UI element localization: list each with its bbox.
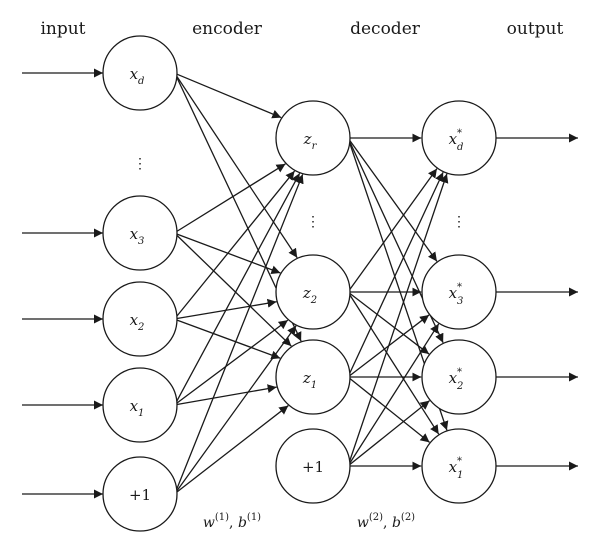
node-circle-z1 — [275, 339, 351, 415]
decoder-edge-b2-x2_star — [347, 400, 430, 467]
decoder-edge-b2-xd_star — [347, 173, 449, 467]
decoder-edge-z2-x2_star — [347, 291, 430, 355]
node-circle-b2 — [275, 428, 351, 504]
encoder-edge-x1-z2 — [175, 319, 289, 405]
node-label-x2: x2 — [130, 311, 145, 333]
encoder-edge-x3-z2 — [176, 233, 281, 275]
node-circle-b1 — [102, 456, 178, 532]
decoder-edge-z1-x1_star — [347, 376, 430, 443]
node-label-x1: x1 — [130, 397, 145, 419]
node-x1_star: x*1 — [421, 428, 497, 504]
encoder-edge-b1-z2 — [175, 325, 297, 493]
encoder-weight-b: b — [238, 515, 247, 531]
node-x1: x1 — [102, 367, 178, 443]
node-label-x2_star: x*2 — [449, 367, 464, 392]
node-xd: xd — [102, 35, 178, 111]
encoder-weight-b-sup: (1) — [247, 512, 261, 523]
input-ellipsis: ⋮ — [133, 156, 147, 172]
node-b2: +1 — [275, 428, 351, 504]
decoder-weight-b-sup: (2) — [401, 512, 415, 523]
decoder-edge-z1-xd_star — [347, 171, 444, 378]
nodes: xd x3 x2 x1 +1 zr z2 z1 +1 x*d x*3 x*2 x*1 — [102, 35, 497, 532]
node-label-x3_star: x*3 — [449, 282, 464, 307]
node-label-b2: +1 — [302, 458, 324, 476]
decoder-edge-z2-x1_star — [347, 291, 440, 435]
node-circle-x2 — [102, 281, 178, 357]
decoder-edge-zr-x3_star — [347, 137, 438, 262]
node-circle-x1 — [102, 367, 178, 443]
node-zr: zr — [275, 100, 351, 176]
node-label-x1_star: x*1 — [449, 456, 464, 481]
encoder-edge-xd-z2 — [175, 74, 298, 259]
node-circle-x1_star — [421, 428, 497, 504]
node-label-z2: z2 — [302, 284, 317, 306]
node-label-x3: x3 — [130, 225, 145, 247]
encoder-edge-x2-z2 — [176, 298, 277, 320]
encoder-weight-w-sup: (1) — [215, 512, 229, 523]
node-circle-xd_star — [421, 100, 497, 176]
encoder-edge-x2-z1 — [176, 319, 281, 360]
encoder-weight-w: w — [203, 515, 215, 531]
decoder-weight-w: w — [357, 515, 369, 531]
node-circle-xd — [102, 35, 178, 111]
encoder-edge-x1-z1 — [176, 384, 277, 406]
decoder-weights-label: w(2), b(2) — [357, 512, 415, 531]
node-circle-zr — [275, 100, 351, 176]
decoder-edge-b2-x3_star — [347, 323, 440, 467]
encoder-edge-x3-z1 — [175, 234, 292, 347]
decoder-weight-sep: , — [383, 515, 392, 531]
decoder-edge-z2-xd_star — [347, 168, 438, 293]
node-xd_star: x*d — [421, 100, 497, 176]
decoder-column-label: decoder — [350, 19, 421, 39]
node-label-xd_star: x*d — [449, 128, 464, 153]
encoder-weights-label: w(1), b(1) — [203, 512, 261, 531]
decoder-weight-w-sup: (2) — [369, 512, 383, 523]
encoder-column-label: encoder — [192, 19, 263, 39]
node-b1: +1 — [102, 456, 178, 532]
node-x2_star: x*2 — [421, 339, 497, 415]
output-ellipsis: ⋮ — [452, 214, 466, 230]
node-z2: z2 — [275, 254, 351, 330]
node-label-zr: zr — [303, 130, 318, 152]
decoder-weight-b: b — [392, 515, 401, 531]
encoder-edge-x1-zr — [175, 172, 301, 404]
node-circle-z2 — [275, 254, 351, 330]
node-z1: z1 — [275, 339, 351, 415]
node-circle-x2_star — [421, 339, 497, 415]
node-x3: x3 — [102, 195, 178, 271]
encoder-weight-sep: , — [229, 515, 238, 531]
node-circle-x3_star — [421, 254, 497, 330]
node-x3_star: x*3 — [421, 254, 497, 330]
encoder-edge-b1-zr — [174, 174, 304, 493]
node-label-z1: z1 — [302, 369, 317, 391]
input-column-label: input — [40, 19, 85, 39]
encoder-edge-x3-zr — [176, 163, 286, 233]
node-label-xd: xd — [130, 65, 145, 87]
node-label-b1: +1 — [129, 486, 151, 504]
node-x2: x2 — [102, 281, 178, 357]
encoder-edge-b1-z1 — [175, 405, 289, 493]
output-column-label: output — [507, 19, 564, 39]
node-circle-x3 — [102, 195, 178, 271]
hidden-ellipsis: ⋮ — [306, 214, 320, 230]
encoder-edge-x2-zr — [175, 170, 296, 318]
encoder-edge-xd-zr — [176, 73, 282, 119]
